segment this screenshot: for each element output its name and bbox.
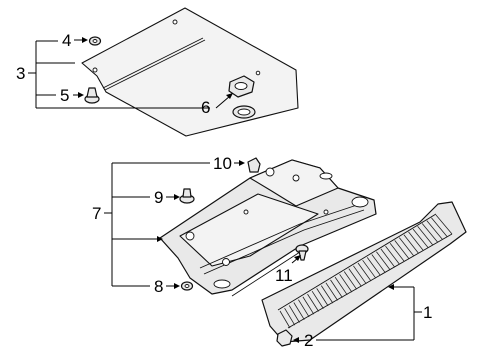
cover-grip — [232, 105, 256, 119]
sill-rib — [380, 248, 396, 268]
clip-part-5 — [84, 87, 100, 104]
sill-rib — [279, 310, 291, 329]
floor-cover-assembly — [81, 7, 299, 137]
clip-part-10 — [247, 157, 261, 173]
sill-rib — [371, 254, 386, 273]
sill-plate-ribs — [279, 214, 453, 329]
callout-8: 8 — [154, 277, 163, 296]
sill-rib — [302, 296, 315, 315]
callout-5: 5 — [60, 86, 69, 105]
floor-board-recess — [179, 193, 319, 267]
sill-rib — [348, 268, 362, 287]
sill-rib — [293, 302, 305, 320]
sill-rib — [353, 265, 367, 285]
grommet-part-8 — [180, 281, 194, 291]
floor-cover-fold-line — [102, 37, 204, 89]
sill-rib — [334, 276, 348, 296]
callout-labels: 1 2 3 4 5 6 7 8 9 10 11 — [16, 31, 432, 350]
grommet-part-4 — [88, 36, 102, 46]
callout-7: 7 — [92, 204, 101, 223]
sill-rib — [357, 262, 372, 282]
sill-rib — [394, 240, 410, 260]
sill-rib — [288, 305, 300, 323]
sill-rib — [376, 251, 391, 271]
sill-rib — [431, 217, 448, 238]
cover-hole — [92, 67, 98, 73]
sill-rib — [284, 307, 296, 326]
sill-rib — [298, 299, 310, 318]
sill-rib — [426, 220, 443, 240]
clip-part-2 — [276, 329, 293, 347]
cover-handle — [228, 75, 255, 98]
callout-2: 2 — [304, 331, 313, 350]
sill-rib — [316, 288, 329, 307]
callout-3: 3 — [16, 64, 25, 83]
sill-rib — [362, 259, 377, 279]
clip-part-9 — [179, 188, 195, 204]
sill-rib — [320, 285, 334, 304]
sill-rib — [412, 228, 429, 249]
leader-lines — [28, 37, 422, 343]
sill-rib — [385, 245, 400, 265]
sill-rib — [408, 231, 424, 251]
sill-rib — [366, 257, 381, 276]
floor-cover-panel — [81, 7, 299, 137]
push-pin-part-11 — [295, 244, 309, 261]
sill-plate-part-1 — [261, 201, 467, 343]
sill-rib — [403, 234, 419, 254]
callout-4: 4 — [62, 31, 71, 50]
cover-hole — [172, 19, 178, 25]
sill-rib — [435, 214, 453, 235]
sill-rib — [389, 242, 405, 262]
sill-rib — [339, 274, 353, 293]
cover-hole — [255, 70, 261, 76]
sill-rib — [417, 226, 434, 246]
floor-board-assembly — [159, 159, 377, 297]
sill-rib — [311, 290, 324, 309]
sill-rib — [330, 279, 343, 298]
sill-rib — [421, 223, 439, 243]
callout-11: 11 — [275, 266, 293, 285]
sill-rib — [307, 293, 319, 312]
callout-9: 9 — [154, 188, 163, 207]
callout-10: 10 — [213, 154, 232, 173]
sill-rib — [325, 282, 338, 301]
callout-6: 6 — [201, 98, 210, 117]
sill-rib — [398, 237, 415, 257]
sill-rib — [343, 271, 358, 290]
callout-1: 1 — [423, 303, 432, 322]
